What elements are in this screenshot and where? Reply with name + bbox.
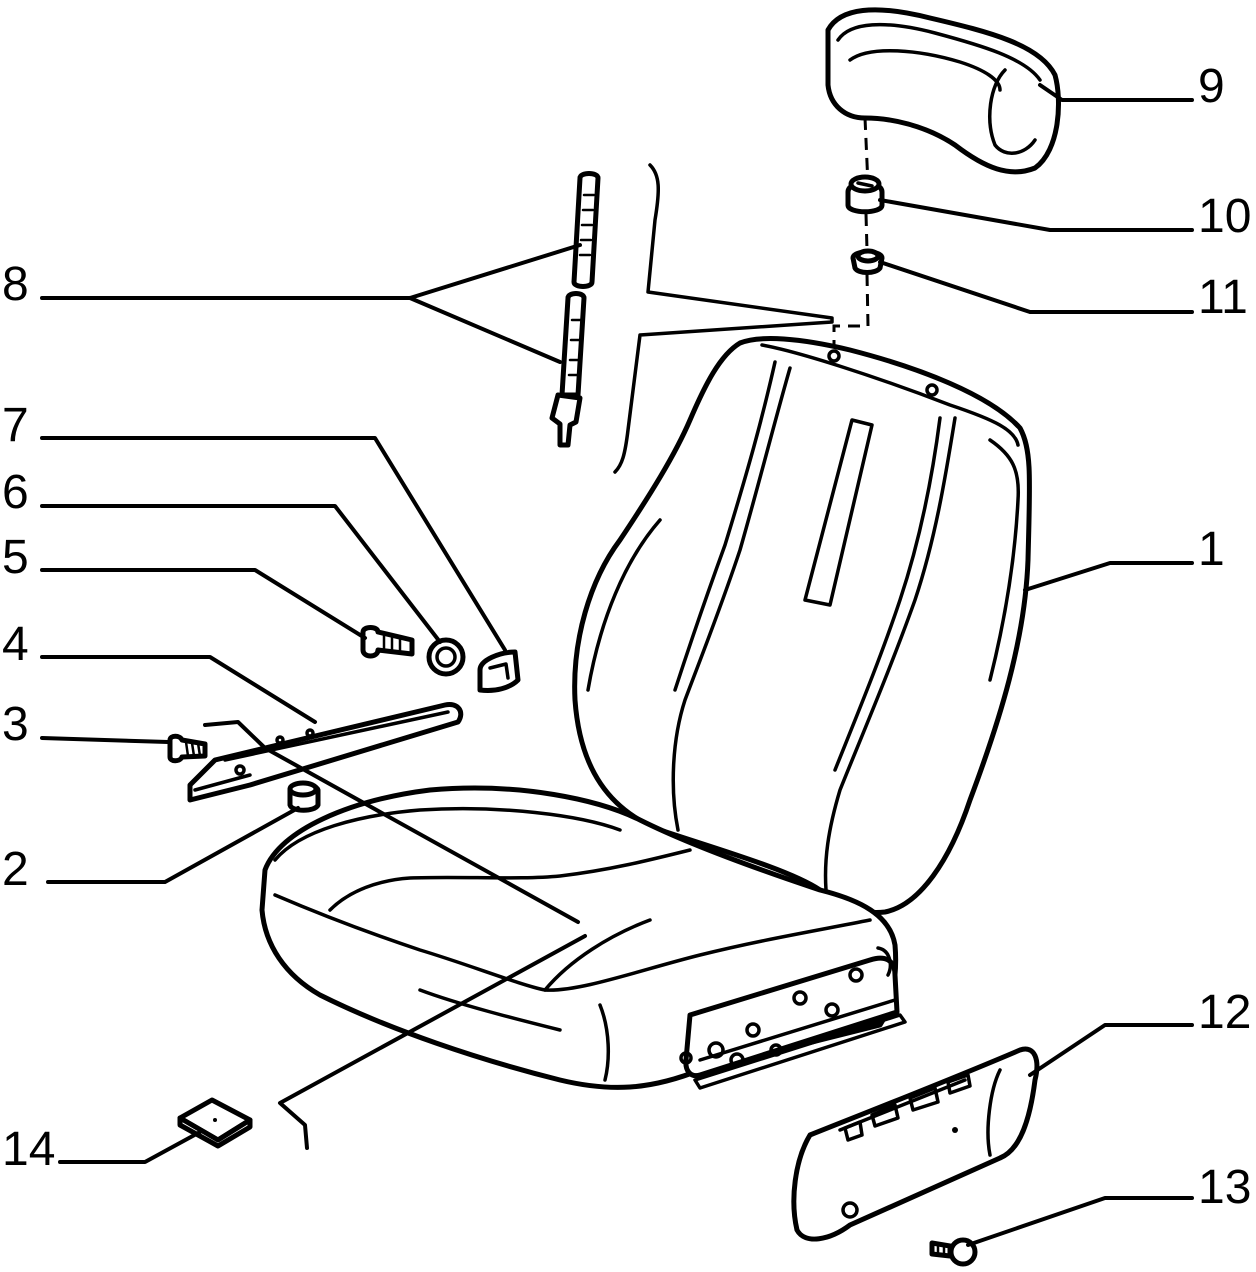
frame-outline — [613, 163, 834, 474]
callout-1: 1 — [1198, 523, 1225, 576]
callout-6: 6 — [2, 466, 29, 519]
bushing-axis-2 — [832, 273, 870, 352]
callout-7: 7 — [2, 399, 29, 452]
headrest-axis — [863, 117, 870, 186]
leader-13 — [966, 1196, 1194, 1247]
clip-7 — [477, 649, 521, 693]
leader-11 — [878, 260, 1194, 314]
leader-7 — [40, 436, 507, 652]
leader-2 — [46, 806, 300, 884]
leader-3 — [40, 736, 170, 744]
callout-8: 8 — [2, 258, 29, 311]
leader-14-bracket — [203, 720, 580, 924]
callout-5: 5 — [2, 531, 29, 584]
callout-labels: 1 2 3 4 5 6 7 8 9 10 11 12 13 14 — [2, 60, 1251, 1214]
cap-6 — [426, 637, 466, 677]
plug-2 — [287, 780, 321, 813]
seat-side-rail — [679, 946, 907, 1090]
leader-8b — [408, 296, 562, 364]
callout-10: 10 — [1198, 190, 1251, 243]
leader-14-bracket-b — [278, 934, 587, 1150]
leader-6 — [40, 504, 442, 644]
headrest-guide-bushing — [845, 174, 885, 215]
callout-11: 11 — [1198, 271, 1248, 324]
callout-3: 3 — [2, 698, 29, 751]
leader-1 — [1023, 561, 1194, 592]
headrest — [825, 7, 1061, 175]
leader-8a — [40, 243, 582, 300]
callout-12: 12 — [1198, 986, 1251, 1039]
bracket-4 — [187, 701, 464, 803]
leader-10 — [878, 198, 1194, 232]
side-trim-12 — [791, 1046, 1040, 1242]
headrest-guide-ring — [850, 248, 885, 275]
leader-lines — [40, 83, 1194, 1247]
leader-9 — [1038, 83, 1194, 102]
callout-13: 13 — [1198, 1161, 1251, 1214]
pad-14 — [177, 1097, 253, 1149]
headrest-rods-8 — [549, 171, 601, 448]
callout-2: 2 — [2, 843, 29, 896]
leader-12 — [1028, 1023, 1194, 1077]
bushing-axis-1 — [864, 213, 869, 251]
leader-5 — [40, 568, 367, 640]
leader-4 — [40, 655, 317, 724]
callout-9: 9 — [1198, 60, 1225, 113]
leader-14 — [58, 1130, 202, 1164]
screw-3 — [167, 733, 208, 764]
callout-4: 4 — [2, 618, 29, 671]
callout-14: 14 — [2, 1123, 55, 1176]
screw-5 — [360, 625, 415, 659]
